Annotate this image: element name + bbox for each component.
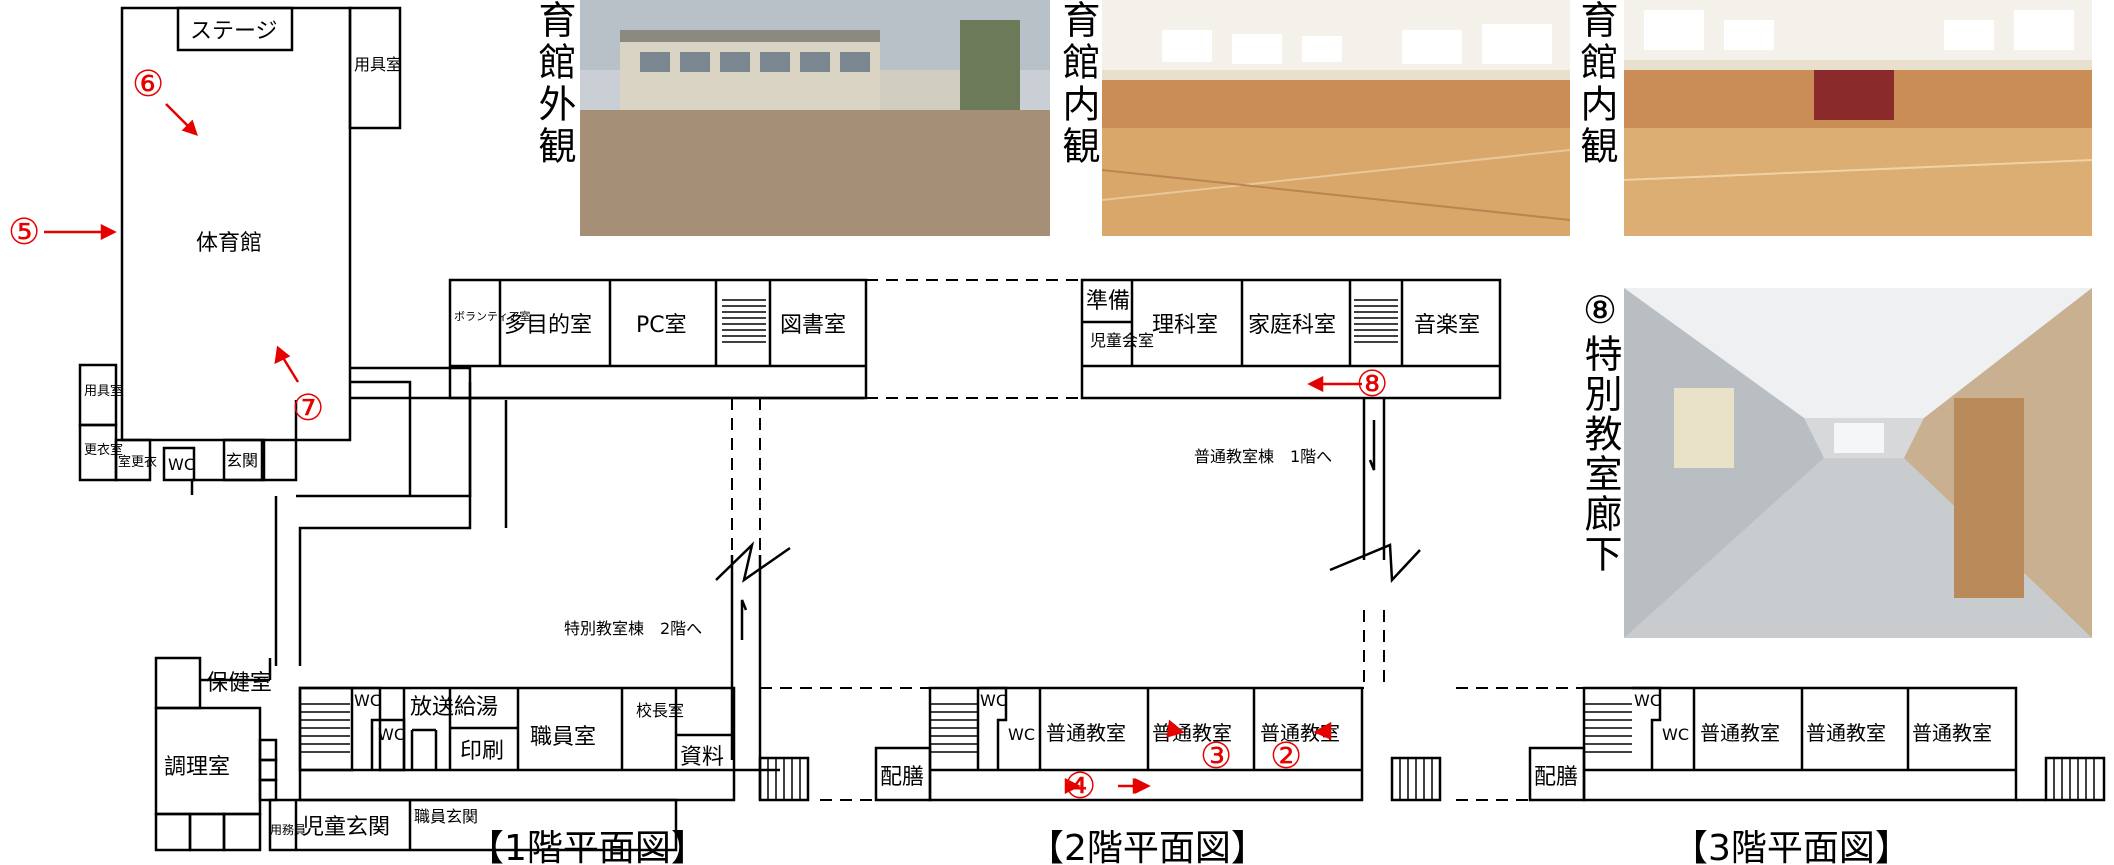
pc-room-label: PC室 [636, 313, 687, 338]
gym-wc-label: WC [168, 455, 195, 474]
council-room-label: 児童会室 [1090, 331, 1154, 350]
marker-5: ⑤ [8, 212, 40, 253]
marker-2: ② [1270, 736, 1302, 777]
multipurpose-room-label: 多目的室 [504, 313, 592, 338]
photo-caption-gym-exterior: 育館外観 [531, 0, 576, 178]
changing-room-b [114, 438, 152, 482]
gym-wc [162, 446, 196, 482]
health-room-label: 保健室 [206, 671, 272, 696]
caption-text: 育館内観 [1056, 0, 1100, 168]
classroom-2f-2: 普通教室 [1152, 721, 1232, 745]
marker-6: ⑥ [132, 64, 164, 105]
science-room-label: 理科室 [1152, 313, 1218, 338]
photo-gym-interior-1 [1102, 0, 1570, 236]
floor-2-title: 【2階平面図】 [1028, 828, 1267, 865]
photo-gym-exterior [580, 0, 1050, 236]
equipment-room-top-label: 用具室 [354, 55, 402, 74]
cooking-room-label: 調理室 [164, 755, 230, 780]
photo-special-corridor [1624, 288, 2092, 638]
marker-8: ⑧ [1356, 364, 1388, 405]
photo-caption-special-corridor: ⑧特別教室廊下 [1576, 288, 1624, 584]
gym-label: 体育館 [196, 231, 262, 256]
classroom-2f-1: 普通教室 [1046, 721, 1126, 745]
marker-7: ⑦ [292, 388, 324, 429]
music-room-label: 音楽室 [1414, 313, 1480, 338]
floor-1-title: 【1階平面図】 [468, 828, 707, 865]
wc-2f-a: WC [980, 691, 1007, 710]
classroom-3f-3: 普通教室 [1912, 721, 1992, 745]
hot-water-label: 給湯 [454, 695, 498, 720]
marker-4: ④ [1064, 766, 1096, 807]
equipment-room-top [348, 6, 402, 130]
classroom-3f-2: 普通教室 [1806, 721, 1886, 745]
caption-text: ⑧特別教室廊下 [1578, 288, 1622, 574]
prep-room-label: 準備 [1086, 289, 1130, 314]
caption-text: 育館内観 [1574, 0, 1618, 168]
stage-label: ステージ [190, 19, 278, 44]
haizen-3f-label: 配膳 [1534, 765, 1578, 790]
changing-room-b-label: 室更衣 [118, 454, 157, 470]
materials-room-label: 資料 [680, 745, 724, 770]
special-block-1f-top [448, 278, 868, 400]
library-label: 図書室 [780, 313, 846, 338]
health-room [154, 656, 202, 710]
principal-room-label: 校長室 [636, 701, 684, 720]
marker-3: ③ [1200, 736, 1232, 777]
wc-1f-b: WC [378, 725, 405, 744]
gym-entrance-label: 玄関 [226, 451, 258, 470]
equipment-room-left-label: 用具室 [84, 383, 123, 399]
broadcast-label: 放送 [410, 695, 454, 720]
wc-2f-b: WC [1008, 725, 1035, 744]
print-room-label: 印刷 [460, 739, 504, 764]
special-block-2f-top [1080, 278, 1502, 400]
wc-1f-a: WC [354, 691, 381, 710]
home-economics-room-label: 家庭科室 [1248, 313, 1336, 338]
photo-caption-gym-interior-2: 育館内観 [1573, 0, 1618, 178]
photo-gym-interior-2 [1624, 0, 2092, 236]
changing-room-label: 更衣室 [84, 442, 123, 458]
volunteer-room-label: ボランティア室 [454, 309, 530, 323]
wc-3f-b: WC [1662, 725, 1689, 744]
wc-3f-a: WC [1634, 691, 1661, 710]
staff-room-label: 職員室 [530, 725, 596, 750]
to-ordinary-1f-note: 普通教室棟 1階へ [1194, 447, 1332, 466]
child-entrance-label: 児童玄関 [302, 815, 390, 840]
haizen-2f-label: 配膳 [880, 765, 924, 790]
classroom-3f-1: 普通教室 [1700, 721, 1780, 745]
photo-caption-gym-interior-1: 育館内観 [1055, 0, 1100, 178]
stage-room [176, 6, 294, 52]
to-special-2f-note: 特別教室棟 2階へ [564, 619, 702, 638]
officer-room-label: 用務員 [270, 823, 306, 837]
floor-3-title: 【3階平面図】 [1672, 828, 1911, 865]
caption-text: 育館外観 [532, 0, 576, 168]
staff-entrance-label: 職員玄関 [414, 807, 478, 826]
